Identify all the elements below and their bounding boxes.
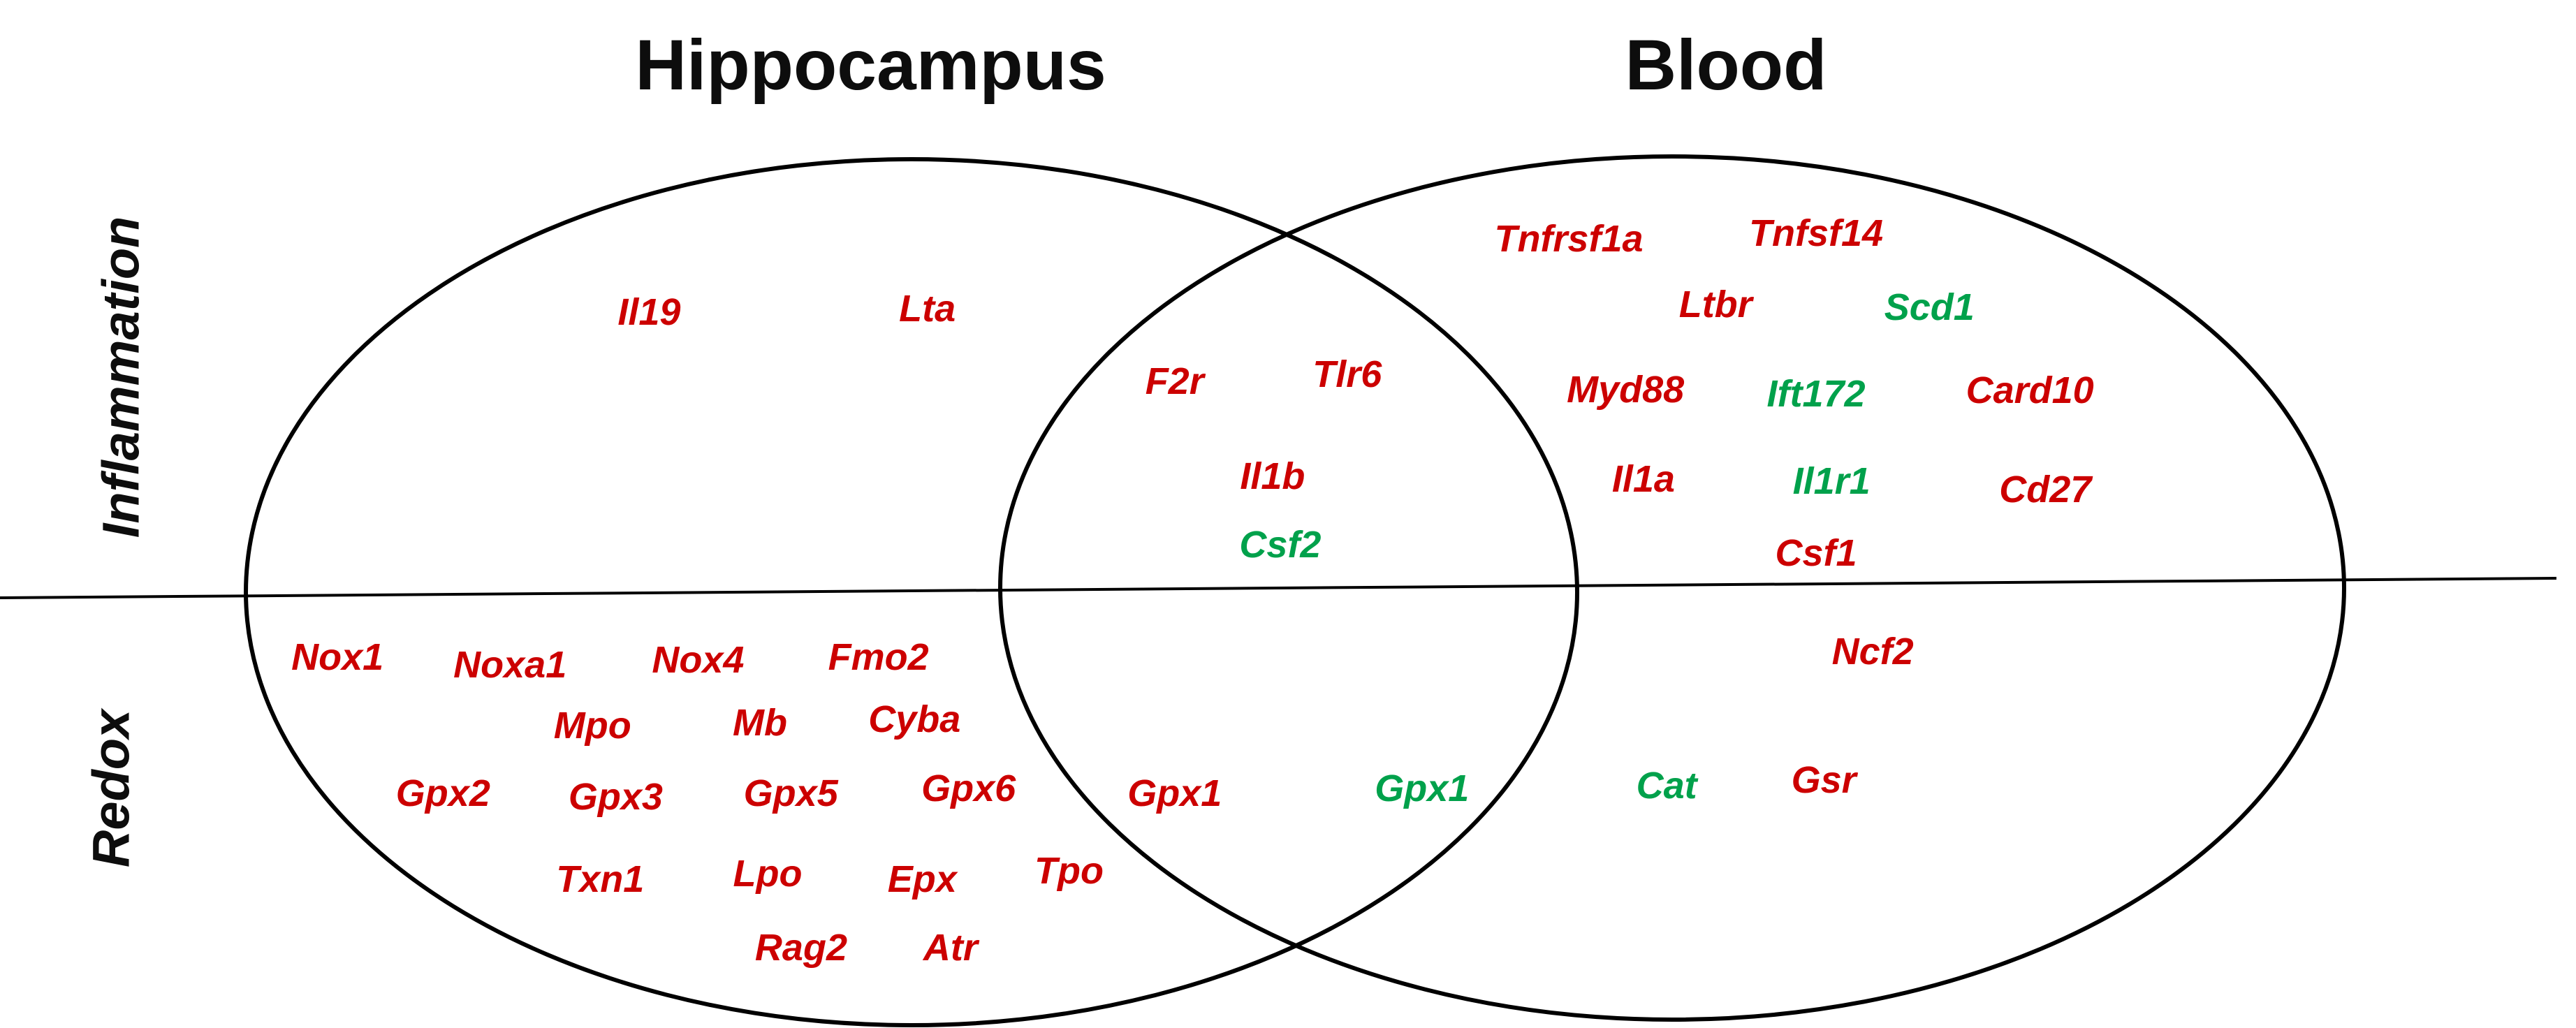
gene-label-mpo-red: Mpo — [553, 705, 631, 747]
gene-label-scd1-green: Scd1 — [1884, 286, 1975, 329]
gene-label-cd27-red: Cd27 — [1999, 468, 2092, 511]
gene-label-gpx6-red: Gpx6 — [921, 768, 1016, 810]
gene-label-nox1-red: Nox1 — [291, 636, 384, 678]
gene-label-cat-green: Cat — [1636, 764, 1697, 807]
hippocampus-ellipse — [244, 157, 1579, 1027]
gene-label-ltbr-red: Ltbr — [1678, 283, 1752, 325]
gene-label-gpx1-green: Gpx1 — [1375, 768, 1470, 810]
gene-label-noxa1-red: Noxa1 — [453, 644, 567, 686]
axis-label-redox: Redox — [82, 709, 140, 868]
gene-label-tnfrsf1a-red: Tnfrsf1a — [1494, 217, 1644, 260]
blood-ellipse — [998, 154, 2346, 1022]
gene-label-il1a-red: Il1a — [1611, 457, 1675, 500]
gene-label-csf2-green: Csf2 — [1239, 524, 1322, 566]
gene-label-fmo2-red: Fmo2 — [828, 636, 929, 678]
gene-label-ncf2-red: Ncf2 — [1831, 631, 1914, 673]
gene-label-gpx2-red: Gpx2 — [395, 772, 490, 815]
gene-label-il19-red: Il19 — [617, 291, 681, 334]
set-title-blood: Blood — [1625, 25, 1827, 105]
gene-label-tlr6-red: Tlr6 — [1312, 353, 1382, 395]
gene-label-gpx1-red: Gpx1 — [1127, 772, 1222, 815]
gene-label-txn1-red: Txn1 — [556, 858, 645, 900]
gene-label-tpo-red: Tpo — [1034, 849, 1104, 892]
axis-label-inflammation: Inflammation — [92, 216, 150, 538]
gene-label-tnfsf14-red: Tnfsf14 — [1749, 212, 1884, 255]
gene-label-card10-red: Card10 — [1966, 369, 2094, 412]
set-title-hippocampus: Hippocampus — [635, 25, 1106, 105]
gene-label-cyba-red: Cyba — [868, 698, 961, 741]
gene-label-il1b-red: Il1b — [1240, 455, 1305, 497]
gene-label-mb-red: Mb — [732, 701, 787, 744]
gene-label-f2r-red: F2r — [1145, 360, 1204, 403]
gene-label-lpo-red: Lpo — [733, 853, 803, 895]
gene-label-il1r1-green: Il1r1 — [1792, 460, 1871, 502]
gene-label-gpx3-red: Gpx3 — [568, 775, 663, 818]
gene-label-gsr-red: Gsr — [1791, 759, 1857, 802]
gene-label-rag2-red: Rag2 — [754, 927, 847, 969]
gene-label-lta-red: Lta — [899, 287, 956, 330]
gene-label-atr-red: Atr — [923, 927, 978, 969]
gene-label-epx-red: Epx — [887, 858, 957, 900]
gene-label-gpx5-red: Gpx5 — [743, 772, 838, 815]
gene-label-nox4-red: Nox4 — [652, 639, 745, 682]
gene-label-myd88-red: Myd88 — [1567, 368, 1685, 411]
gene-label-csf1-red: Csf1 — [1775, 531, 1857, 574]
section-divider-line — [0, 577, 2557, 599]
gene-label-ift172-green: Ift172 — [1766, 372, 1866, 415]
